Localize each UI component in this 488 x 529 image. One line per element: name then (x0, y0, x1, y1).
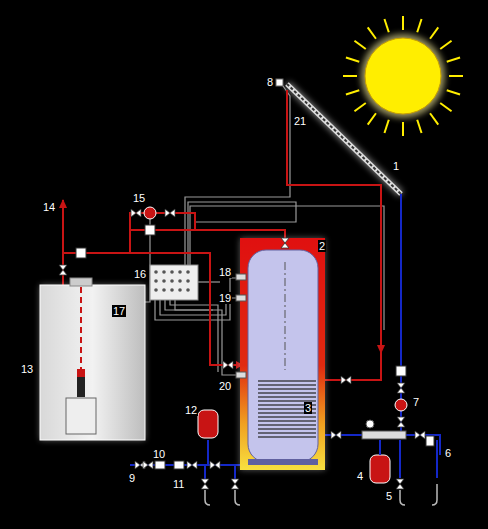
sun-ray (368, 27, 376, 38)
sun-ray (440, 103, 451, 111)
valve-symbol (281, 238, 289, 248)
sun-ray (368, 113, 376, 124)
controller-dot (170, 270, 174, 274)
callout-number: 4 (356, 470, 364, 482)
callout-number: 1 (392, 160, 400, 172)
callout-number: 14 (42, 201, 56, 213)
valves (59, 209, 425, 489)
valve-symbol (187, 461, 197, 469)
controller-dot (162, 288, 166, 292)
sun-ray (440, 41, 451, 49)
pumps (76, 207, 407, 411)
controller-dot (186, 288, 190, 292)
valve-symbol (231, 479, 239, 489)
valve-symbol (143, 461, 153, 469)
callout-number: 3 (304, 402, 312, 414)
callout-number: 6 (444, 447, 452, 459)
callout-number: 19 (218, 292, 232, 304)
callout-number: 9 (128, 472, 136, 484)
callout-number: 20 (218, 380, 232, 392)
sun-ray (354, 103, 365, 111)
valve-symbol (397, 417, 405, 427)
sun-ray (384, 19, 388, 32)
controller-dot (162, 270, 166, 274)
callout-number: 12 (184, 404, 198, 416)
callout-number: 8 (266, 76, 274, 88)
sun-ray (417, 120, 421, 133)
valve-symbol (415, 431, 425, 439)
sun-ray (447, 90, 460, 94)
controller-dot (186, 279, 190, 283)
boiler (40, 278, 145, 440)
expansion-vessels (155, 410, 434, 483)
sun-ray (354, 41, 365, 49)
callout-number: 18 (218, 266, 232, 278)
valve-symbol (397, 383, 405, 393)
callout-number: 2 (318, 240, 326, 252)
sun-ray (417, 19, 421, 32)
controller-dot (154, 279, 158, 283)
solar-collector (276, 79, 401, 194)
sun-ray (343, 75, 357, 77)
sun-ray (430, 113, 438, 124)
tank-sensors (236, 274, 246, 378)
valve-symbol (131, 209, 141, 217)
controller (150, 265, 198, 300)
controller-dot (170, 288, 174, 292)
controller-dot (162, 279, 166, 283)
controller-dot (178, 288, 182, 292)
controller-dot (178, 279, 182, 283)
sun-ray (430, 27, 438, 38)
sun-ray (346, 90, 359, 94)
valve-symbol (59, 265, 67, 275)
valve-symbol (396, 479, 404, 489)
storage-tank (240, 238, 325, 470)
valve-symbol (331, 431, 341, 439)
callout-number: 13 (20, 363, 34, 375)
callout-number: 10 (152, 448, 166, 460)
callout-number: 15 (132, 192, 146, 204)
sun-ray (402, 122, 404, 136)
valve-symbol (210, 461, 220, 469)
cold-pipes (130, 194, 440, 480)
controller-dot (170, 279, 174, 283)
callout-number: 17 (112, 305, 126, 317)
controller-dot (178, 270, 182, 274)
callout-number: 21 (293, 115, 307, 127)
valve-symbol (201, 479, 209, 489)
valve-symbol (223, 361, 233, 369)
callout-number: 16 (133, 268, 147, 280)
controller-dot (186, 270, 190, 274)
valve-symbol (341, 376, 351, 384)
callout-number: 5 (385, 490, 393, 502)
sun-ray (384, 120, 388, 133)
sun (343, 16, 463, 136)
callout-number: 11 (172, 478, 185, 490)
sun-ray (447, 57, 460, 61)
sun-ray (402, 16, 404, 30)
sun-ray (346, 57, 359, 61)
sun-ray (449, 75, 463, 77)
valve-symbol (165, 209, 175, 217)
controller-dot (154, 288, 158, 292)
callout-number: 7 (412, 396, 420, 408)
controller-dot (154, 270, 158, 274)
